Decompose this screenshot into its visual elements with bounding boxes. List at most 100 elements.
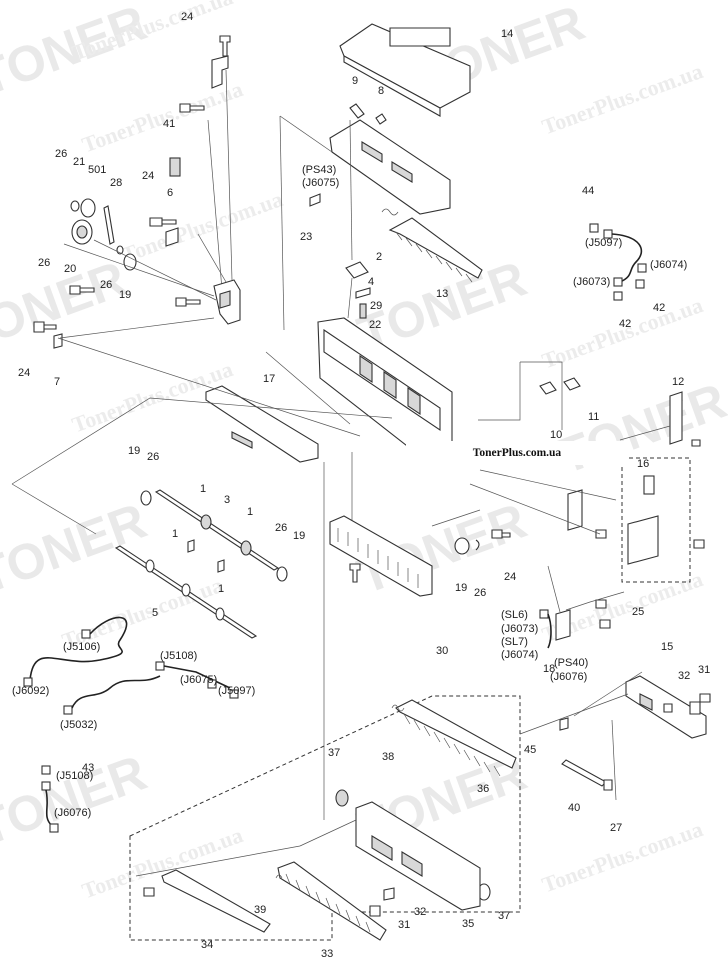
group-30-lower-guide-assembly (129, 462, 521, 941)
callout-label: 42 (653, 302, 665, 314)
callout-label: (SL6) (501, 609, 528, 621)
callout-label: 4 (368, 276, 374, 288)
callout-label: 20 (64, 263, 76, 275)
callout-label: 17 (263, 373, 275, 385)
callout-label: 40 (568, 802, 580, 814)
callout-label: 501 (88, 164, 106, 176)
callout-label: 39 (254, 904, 266, 916)
callout-label: (J5032) (60, 719, 97, 731)
callout-label: 31 (398, 919, 410, 931)
callout-labels: 24149841(PS43)(J6075)26215012824623244(J… (12, 11, 710, 960)
callout-label: 10 (550, 429, 562, 441)
callout-label: (J6092) (12, 685, 49, 697)
callout-label: (J6073) (501, 623, 538, 635)
callout-label: 25 (632, 606, 644, 618)
watermark-site: TonerPlus.com.ua (539, 816, 706, 897)
callout-label: 26 (55, 148, 67, 160)
callout-label: (J5108) (160, 650, 197, 662)
callout-label: 29 (370, 300, 382, 312)
callout-label: (PS40) (554, 657, 588, 669)
callout-label: 32 (414, 906, 426, 918)
callout-label: 8 (378, 85, 384, 97)
callout-label: 3 (224, 494, 230, 506)
callout-label: 11 (588, 411, 599, 423)
callout-label: 26 (100, 279, 112, 291)
callout-label: (J6075) (302, 177, 339, 189)
callout-label: 32 (678, 670, 690, 682)
callout-label: 33 (321, 948, 333, 960)
upper-cover-and-frame (279, 23, 483, 540)
callout-label: 14 (501, 28, 513, 40)
callout-label: 19 (293, 530, 305, 542)
callout-label: 19 (128, 445, 140, 457)
callout-label: (PS43) (302, 164, 336, 176)
callout-label: 2 (376, 251, 382, 263)
callout-label: 37 (328, 747, 340, 759)
site-url-banner: TonerPlus.com.ua (406, 441, 628, 465)
callout-label: (J6073) (573, 276, 610, 288)
callout-label: 37 (498, 910, 510, 922)
callout-label: 24 (18, 367, 30, 379)
callout-label: (J5106) (63, 641, 100, 653)
callout-label: 6 (167, 187, 173, 199)
watermark-site: TonerPlus.com.ua (539, 58, 706, 139)
callout-label: 21 (73, 156, 85, 168)
callout-label: 16 (637, 458, 649, 470)
callout-label: 19 (119, 289, 131, 301)
left-roller-assembly (11, 337, 393, 639)
callout-label: 7 (54, 376, 60, 388)
callout-label: 31 (698, 664, 710, 676)
callout-label: 24 (181, 11, 193, 23)
callout-label: 42 (619, 318, 631, 330)
callout-label: 38 (382, 751, 394, 763)
callout-label: (J5108) (56, 770, 93, 782)
callout-label: (J5097) (218, 685, 255, 697)
callout-label: 26 (38, 257, 50, 269)
callout-label: 45 (524, 744, 536, 756)
callout-label: 41 (163, 118, 175, 130)
callout-label: (J6074) (501, 649, 538, 661)
watermark-site: TonerPlus.com.ua (539, 292, 706, 373)
upper-left-bracket-assembly (33, 35, 241, 349)
callout-label: (SL7) (501, 636, 528, 648)
callout-label: 1 (200, 483, 206, 495)
callout-label: 23 (300, 231, 312, 243)
callout-label: 30 (436, 645, 448, 657)
callout-label: (J6076) (54, 807, 91, 819)
watermark-site: TonerPlus.com.ua (119, 186, 286, 267)
callout-label: 9 (352, 75, 358, 87)
callout-label: 24 (142, 170, 154, 182)
watermark-site: TonerPlus.com.ua (79, 76, 246, 157)
left-wire-harnesses (23, 616, 239, 833)
right-lower-assembly (519, 671, 711, 801)
watermark-brand: TONER (0, 492, 153, 604)
callout-label: 15 (661, 641, 673, 653)
callout-label: (J6076) (550, 671, 587, 683)
callout-label: 5 (152, 607, 158, 619)
callout-label: 34 (201, 939, 213, 951)
callout-label: 18 (543, 663, 555, 675)
watermark-site: TonerPlus.com.ua (79, 822, 246, 903)
callout-label: 12 (672, 376, 684, 388)
callout-label: 44 (582, 185, 594, 197)
callout-label: 24 (504, 571, 516, 583)
right-side-assembly (431, 223, 705, 649)
callout-label: 13 (436, 288, 448, 300)
callout-label: 36 (477, 783, 489, 795)
callout-label: (J6075) (180, 674, 217, 686)
callout-label: 26 (275, 522, 287, 534)
callout-label: 43 (82, 762, 94, 774)
callout-label: 1 (247, 506, 253, 518)
callout-label: 27 (610, 822, 622, 834)
callout-label: 26 (147, 451, 159, 463)
callout-label: 1 (172, 528, 178, 540)
callout-label: 26 (474, 587, 486, 599)
callout-label: 35 (462, 918, 474, 930)
callout-label: 19 (455, 582, 467, 594)
callout-label: (J6074) (650, 259, 687, 271)
callout-label: 22 (369, 319, 381, 331)
callout-label: 28 (110, 177, 122, 189)
callout-label: (J5097) (585, 237, 622, 249)
callout-label: 1 (218, 583, 224, 595)
